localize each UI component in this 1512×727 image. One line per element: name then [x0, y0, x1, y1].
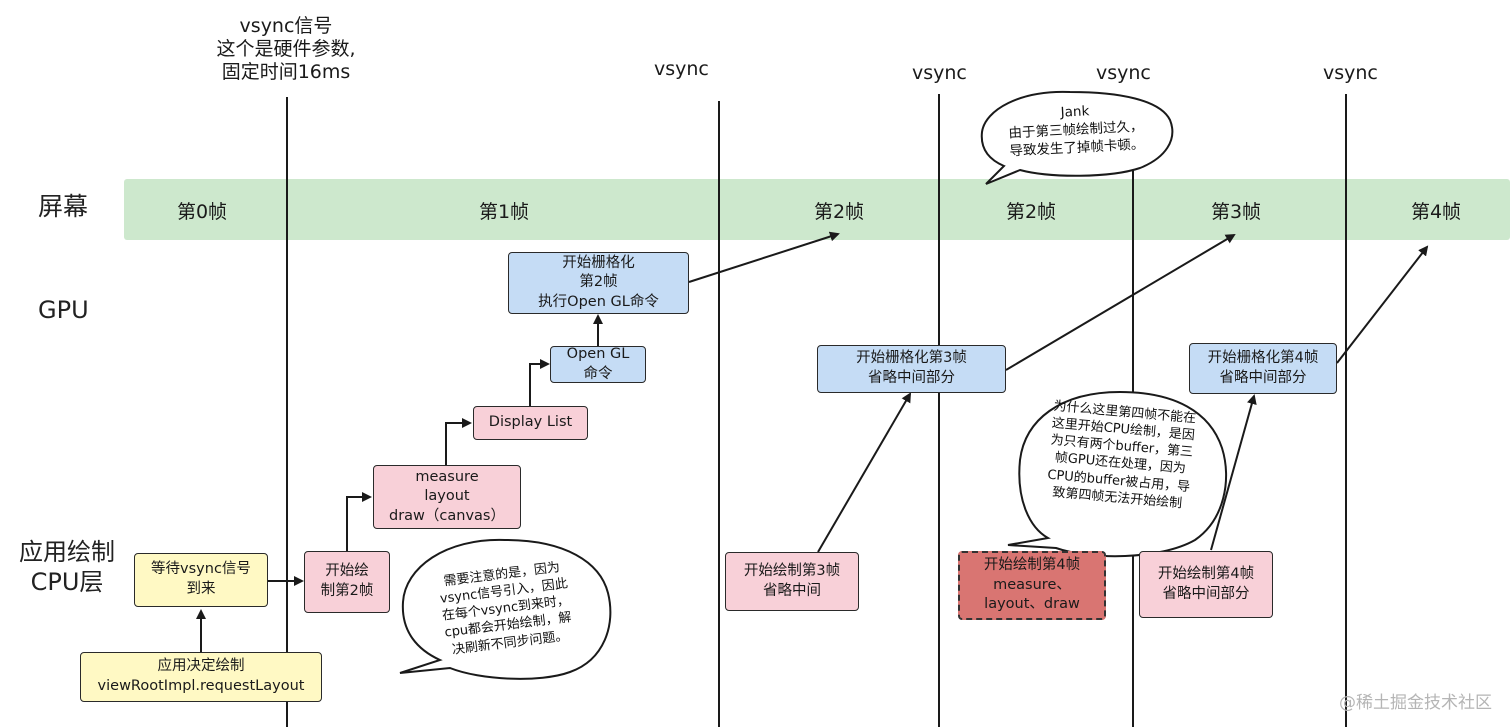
- draw-canvas-line: draw（canvas）: [389, 507, 505, 524]
- blocked-draw-frame4-line3: layout、draw: [984, 596, 1080, 613]
- vsync-label-4: vsync: [1323, 62, 1378, 84]
- bubble-why-text: 为什么这里第四帧不能在 这里开始CPU绘制，是因 为只有两个buffer，第三 …: [1018, 396, 1224, 516]
- raster-frame4-line2: 省略中间部分: [1219, 369, 1307, 386]
- vsync-line-3: [938, 94, 940, 727]
- arrow-raster4-to-frame4: [1336, 245, 1429, 364]
- blocked-draw-frame4-line1: 开始绘制第4帧: [983, 557, 1081, 574]
- vsync-label-1: vsync: [654, 58, 709, 80]
- frame-label-1: 第1帧: [478, 201, 530, 223]
- raster-frame2-line3: 执行Open GL命令: [538, 293, 659, 310]
- vsync-label-2: vsync: [912, 62, 967, 84]
- raster-frame3-line2: 省略中间部分: [868, 370, 955, 386]
- vsync-line-2: [718, 101, 720, 727]
- blocked-draw-frame4-line2: measure、: [993, 576, 1071, 593]
- row-label-cpu: 应用绘制 CPU层: [12, 537, 122, 597]
- arrow-draw2-to-measure: [346, 492, 372, 551]
- layout-line: layout: [424, 488, 470, 505]
- start-draw-frame3-line1: 开始绘制第3帧: [743, 562, 841, 579]
- arrow-measure-to-displaylist: [445, 418, 472, 465]
- bubble-why-shape: [1007, 390, 1228, 558]
- row-label-screen: 屏幕: [38, 192, 89, 221]
- raster-frame2-line2: 第2帧: [579, 274, 618, 291]
- app-decide-line1: 应用决定绘制: [157, 658, 245, 675]
- start-draw-frame4-box: 开始绘制第4帧 省略中间部分: [1139, 551, 1273, 618]
- start-draw-frame3-line2: 省略中间: [763, 582, 821, 599]
- vsync-header-line1: vsync信号: [239, 15, 333, 37]
- row-label-cpu-line2: CPU层: [30, 568, 104, 596]
- bubble-note-shape: [399, 538, 612, 680]
- start-draw-frame2-line1: 开始绘: [325, 563, 369, 580]
- opengl-line2: 命令: [583, 365, 613, 382]
- raster-frame4-line1: 开始栅格化第4帧: [1207, 349, 1319, 366]
- display-list-box: Display List: [473, 406, 588, 440]
- vsync-header-line2: 这个是硬件参数,: [216, 38, 356, 61]
- raster-frame2-box: 开始栅格化 第2帧 执行Open GL命令: [508, 252, 689, 314]
- vsync-header-line3: 固定时间16ms: [221, 61, 351, 84]
- frame-label-3: 第3帧: [1210, 201, 1262, 223]
- vsync-label-3: vsync: [1096, 62, 1151, 84]
- watermark: @稀土掘金技术社区: [1339, 693, 1492, 713]
- display-list-label: Display List: [488, 414, 573, 431]
- raster-frame2-line1: 开始栅格化: [562, 254, 635, 271]
- start-draw-frame2-box: 开始绘 制第2帧: [304, 551, 390, 613]
- measure-layout-draw-box: measure layout draw（canvas）: [373, 465, 521, 529]
- opengl-command-box: Open GL 命令: [550, 346, 646, 383]
- start-draw-frame3-box: 开始绘制第3帧 省略中间: [725, 552, 859, 611]
- start-draw-frame4-line2: 省略中间部分: [1162, 585, 1250, 602]
- frame-label-2b: 第2帧: [1005, 201, 1057, 223]
- screen-band: [124, 179, 1510, 240]
- start-draw-frame2-line2: 制第2帧: [320, 583, 374, 599]
- app-decide-box: 应用决定绘制 viewRootImpl.requestLayout: [80, 652, 322, 702]
- wait-vsync-line2: 到来: [186, 581, 216, 597]
- raster-frame4-box: 开始栅格化第4帧 省略中间部分: [1189, 343, 1337, 394]
- arrow-displaylist-to-opengl: [529, 359, 550, 406]
- raster-frame3-line1: 开始栅格化第3帧: [856, 350, 967, 367]
- arrow-raster3-to-frame3: [1005, 233, 1236, 371]
- row-label-cpu-line1: 应用绘制: [19, 538, 115, 566]
- wait-vsync-line1: 等待vsync信号: [151, 561, 251, 578]
- start-draw-frame4-line1: 开始绘制第4帧: [1157, 565, 1255, 582]
- frame-label-0: 第0帧: [176, 201, 228, 223]
- arrow-draw3-to-raster3: [817, 392, 912, 553]
- app-decide-line2: viewRootImpl.requestLayout: [97, 678, 305, 694]
- wait-vsync-box: 等待vsync信号 到来: [134, 553, 268, 607]
- measure-line: measure: [415, 468, 479, 485]
- bubble-jank-text: Jank 由于第三帧绘制过久， 导致发生了掉帧卡顿。: [987, 99, 1166, 162]
- arrow-raster2-to-frame2: [688, 231, 840, 283]
- blocked-draw-frame4-box: 开始绘制第4帧 measure、 layout、draw: [958, 551, 1106, 620]
- bubble-jank-shape: [980, 90, 1174, 185]
- vsync-header: vsync信号 这个是硬件参数, 固定时间16ms: [196, 15, 376, 85]
- vsync-line-5: [1345, 94, 1347, 727]
- opengl-line1: Open GL: [566, 345, 630, 362]
- frame-label-4: 第4帧: [1410, 201, 1462, 223]
- raster-frame3-box: 开始栅格化第3帧 省略中间部分: [817, 345, 1006, 393]
- row-label-gpu: GPU: [38, 296, 89, 324]
- arrow-draw4-to-raster4: [1210, 394, 1257, 551]
- frame-label-2a: 第2帧: [813, 201, 865, 223]
- vsync-line-1: [286, 97, 288, 727]
